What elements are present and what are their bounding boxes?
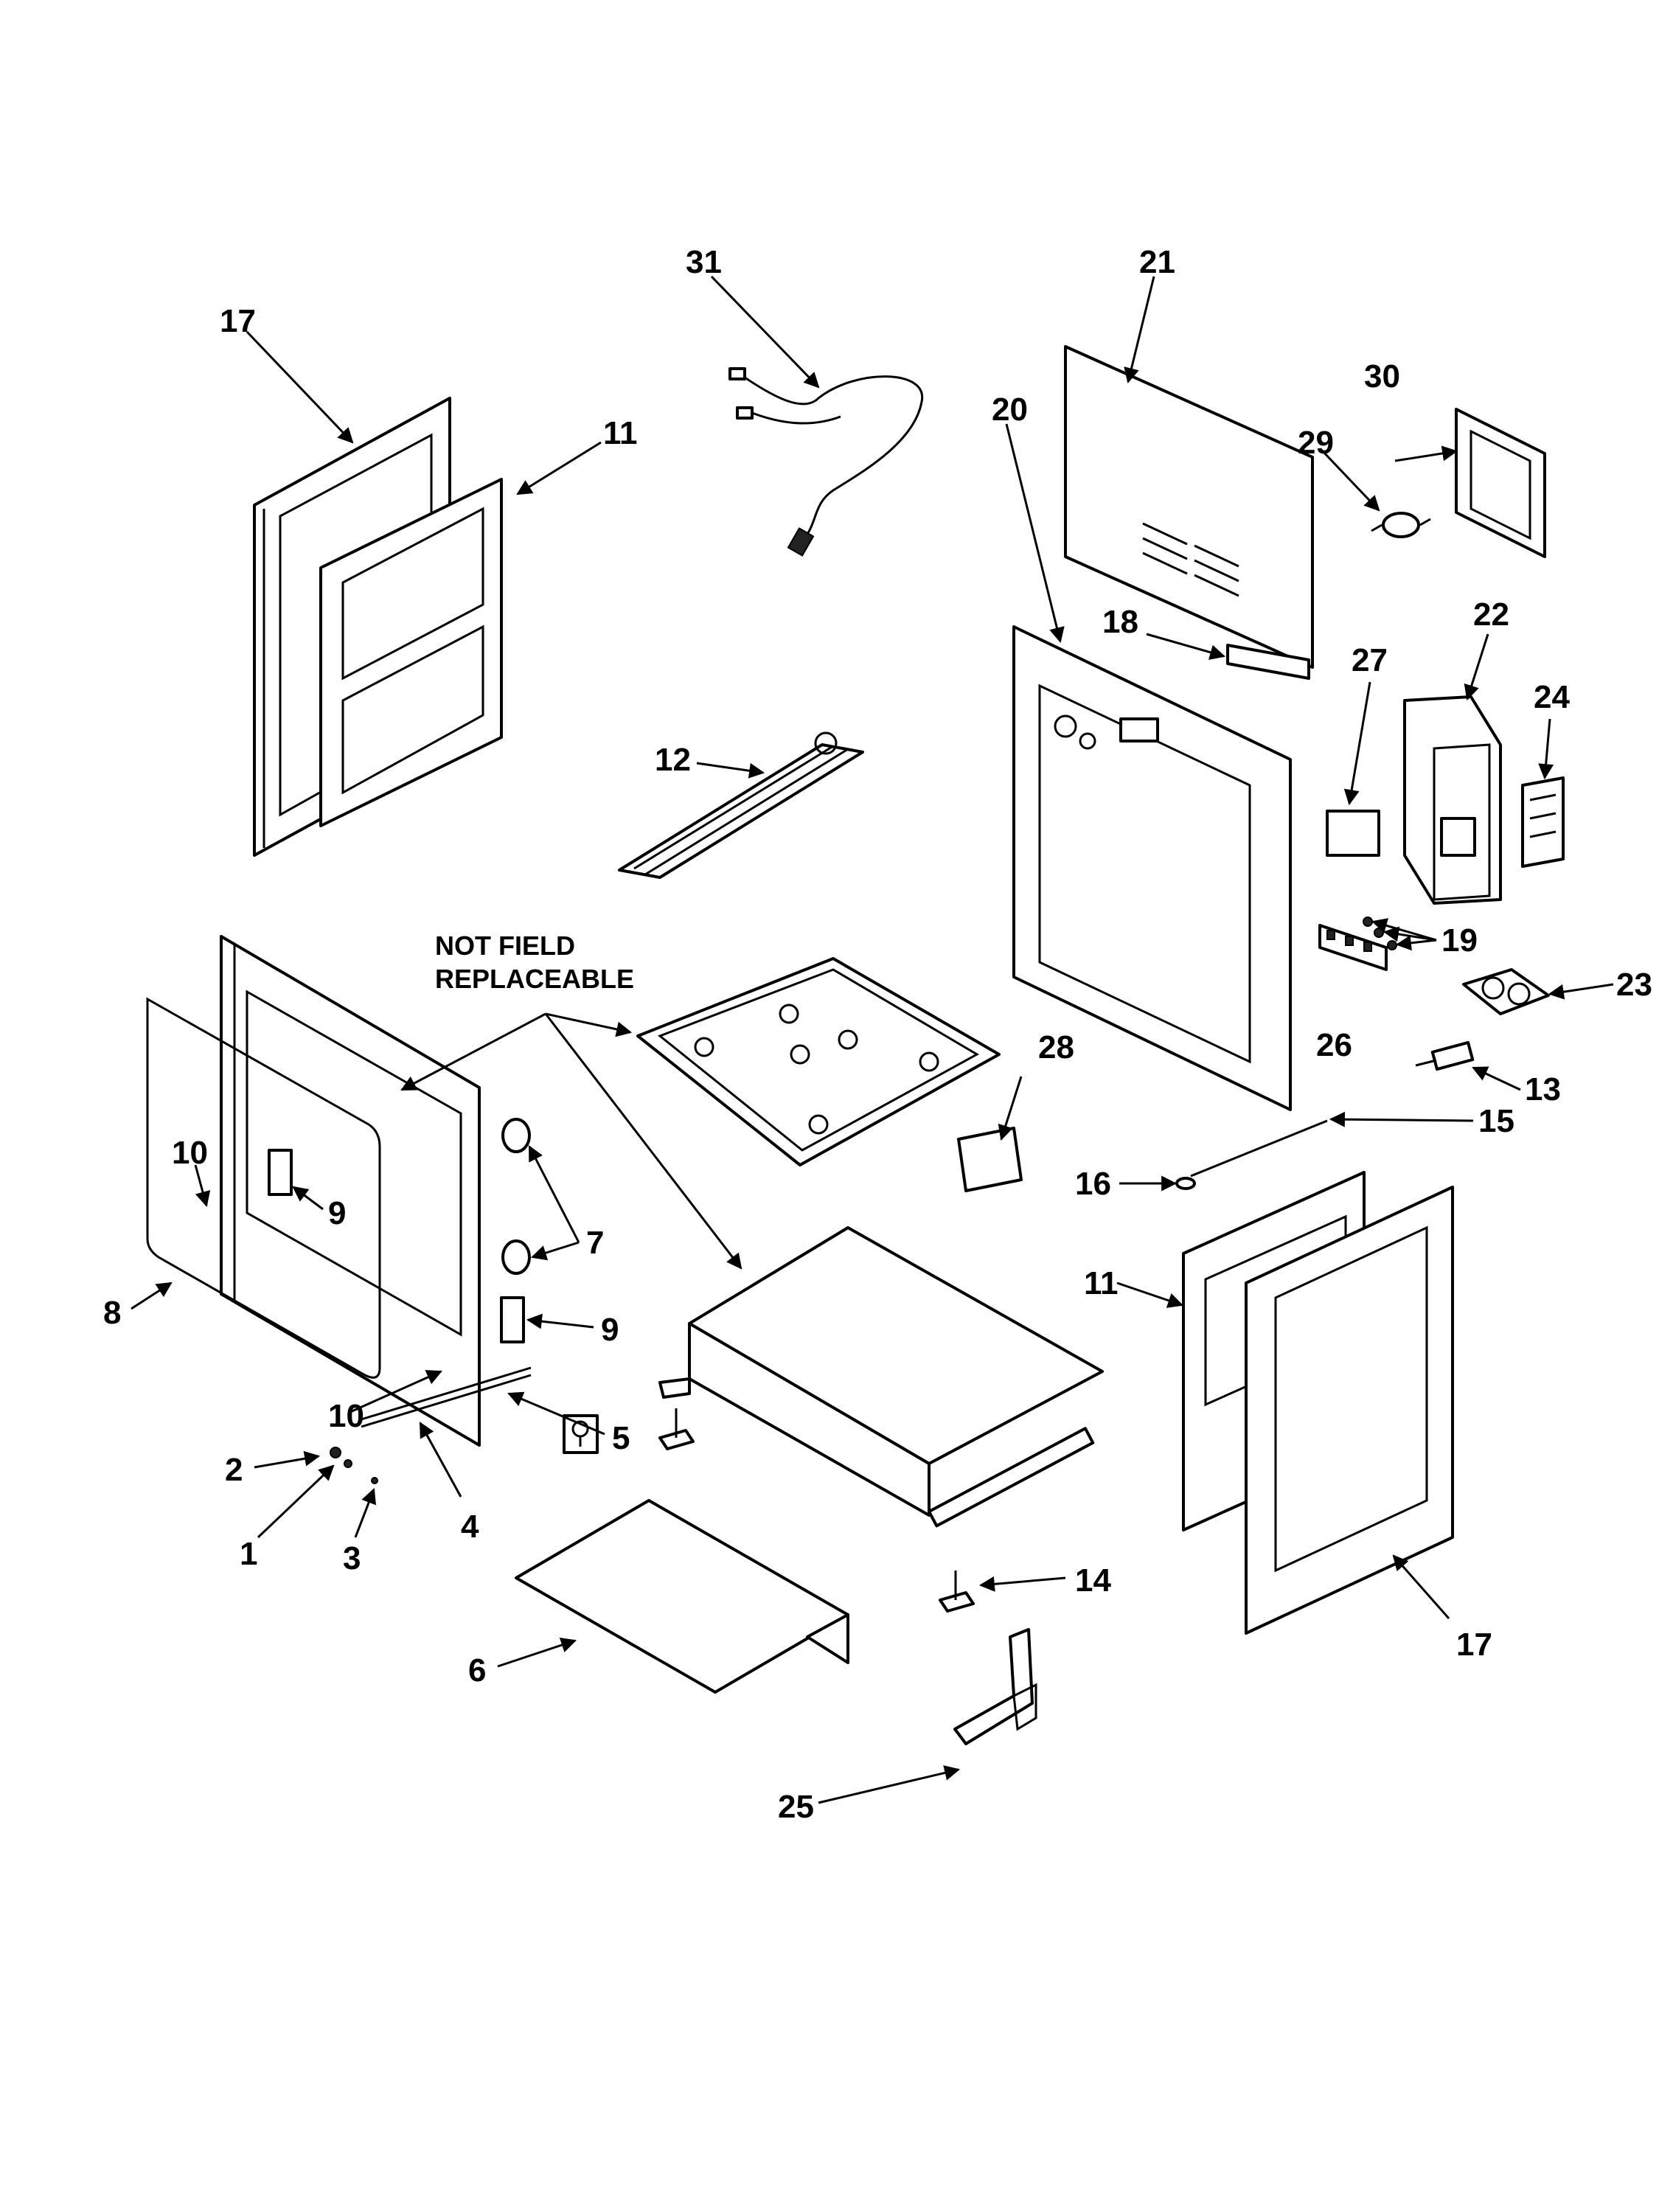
callout-2: 2 [225, 1452, 243, 1488]
part-31-power-cord [728, 367, 924, 557]
part-23-plate [1462, 968, 1550, 1015]
callout-7: 7 [586, 1225, 604, 1261]
callout-9: 9 [328, 1195, 346, 1231]
callout-27: 27 [1352, 642, 1388, 678]
callout-14: 14 [1075, 1562, 1111, 1599]
part-21-rear-cover [1064, 345, 1314, 669]
callout-23: 23 [1616, 967, 1652, 1003]
note-line-2: REPLACEABLE [435, 964, 634, 994]
part-13-igniter [1415, 1040, 1475, 1071]
part-17-right-side-panel [1245, 1186, 1454, 1635]
callout-10-lower: 10 [328, 1398, 364, 1434]
oven-bottom-panel [636, 957, 1001, 1166]
callout-11-right: 11 [1084, 1265, 1119, 1301]
part-15-rod [1190, 1119, 1328, 1178]
callout-11: 11 [603, 415, 638, 451]
part-14-leveling-leg [939, 1571, 975, 1613]
part-9-hinge-right [500, 1296, 525, 1343]
part-6-drawer-panel [515, 1499, 849, 1694]
part-24-vent-plate [1521, 776, 1565, 868]
part-18-bracket [1226, 644, 1310, 680]
callout-17: 17 [220, 303, 256, 339]
callout-3: 3 [343, 1540, 361, 1576]
part-1-2-3-fasteners [330, 1447, 378, 1484]
leader-lines [131, 275, 1614, 1804]
callout-16: 16 [1075, 1166, 1111, 1202]
part-28-label-plate [957, 1127, 1023, 1192]
callout-9-right: 9 [601, 1312, 619, 1348]
callout-8: 8 [103, 1295, 121, 1331]
callout-10: 10 [172, 1135, 208, 1171]
part-frame-front [220, 935, 481, 1447]
callout-6: 6 [468, 1652, 486, 1688]
callout-4: 4 [461, 1509, 479, 1545]
part-30-cover [1455, 408, 1546, 558]
callout-12: 12 [655, 742, 691, 778]
callout-25: 25 [778, 1789, 814, 1825]
part-5-leveling-foot [563, 1414, 599, 1454]
part-base-assembly [658, 1226, 1104, 1528]
part-16-tip [1175, 1177, 1196, 1190]
callout-29: 29 [1298, 425, 1334, 461]
callout-20: 20 [992, 392, 1028, 428]
callout-28: 28 [1038, 1029, 1074, 1065]
part-11-left-insulation [319, 478, 503, 827]
part-20-rear-frame [1012, 625, 1292, 1111]
part-29-thermostat [1371, 512, 1431, 538]
part-26-terminal-block [1318, 924, 1388, 971]
part-27-plate [1326, 810, 1380, 857]
callout-15: 15 [1478, 1103, 1514, 1139]
callout-31: 31 [686, 244, 722, 280]
callout-24: 24 [1534, 679, 1570, 715]
part-8-gasket [146, 997, 381, 1379]
part-4-rail [361, 1366, 532, 1428]
callout-21: 21 [1139, 244, 1175, 280]
part-12-burner [618, 731, 864, 879]
part-25-anti-tip-bracket [953, 1628, 1037, 1745]
callout-18: 18 [1102, 604, 1138, 640]
callout-13: 13 [1525, 1071, 1561, 1107]
callout-5: 5 [612, 1420, 630, 1456]
callout-26: 26 [1316, 1027, 1352, 1063]
leveling-leg-upper [658, 1408, 695, 1450]
callout-30: 30 [1364, 358, 1400, 394]
callout-1: 1 [240, 1536, 257, 1572]
part-9-hinge-left [268, 1149, 293, 1196]
part-22-control-box [1403, 695, 1502, 905]
callout-19: 19 [1441, 922, 1478, 959]
callout-22: 22 [1473, 597, 1509, 633]
part-7-rollers [501, 1118, 531, 1275]
note-line-1: NOT FIELD [435, 931, 575, 961]
callout-17-right: 17 [1456, 1627, 1492, 1663]
